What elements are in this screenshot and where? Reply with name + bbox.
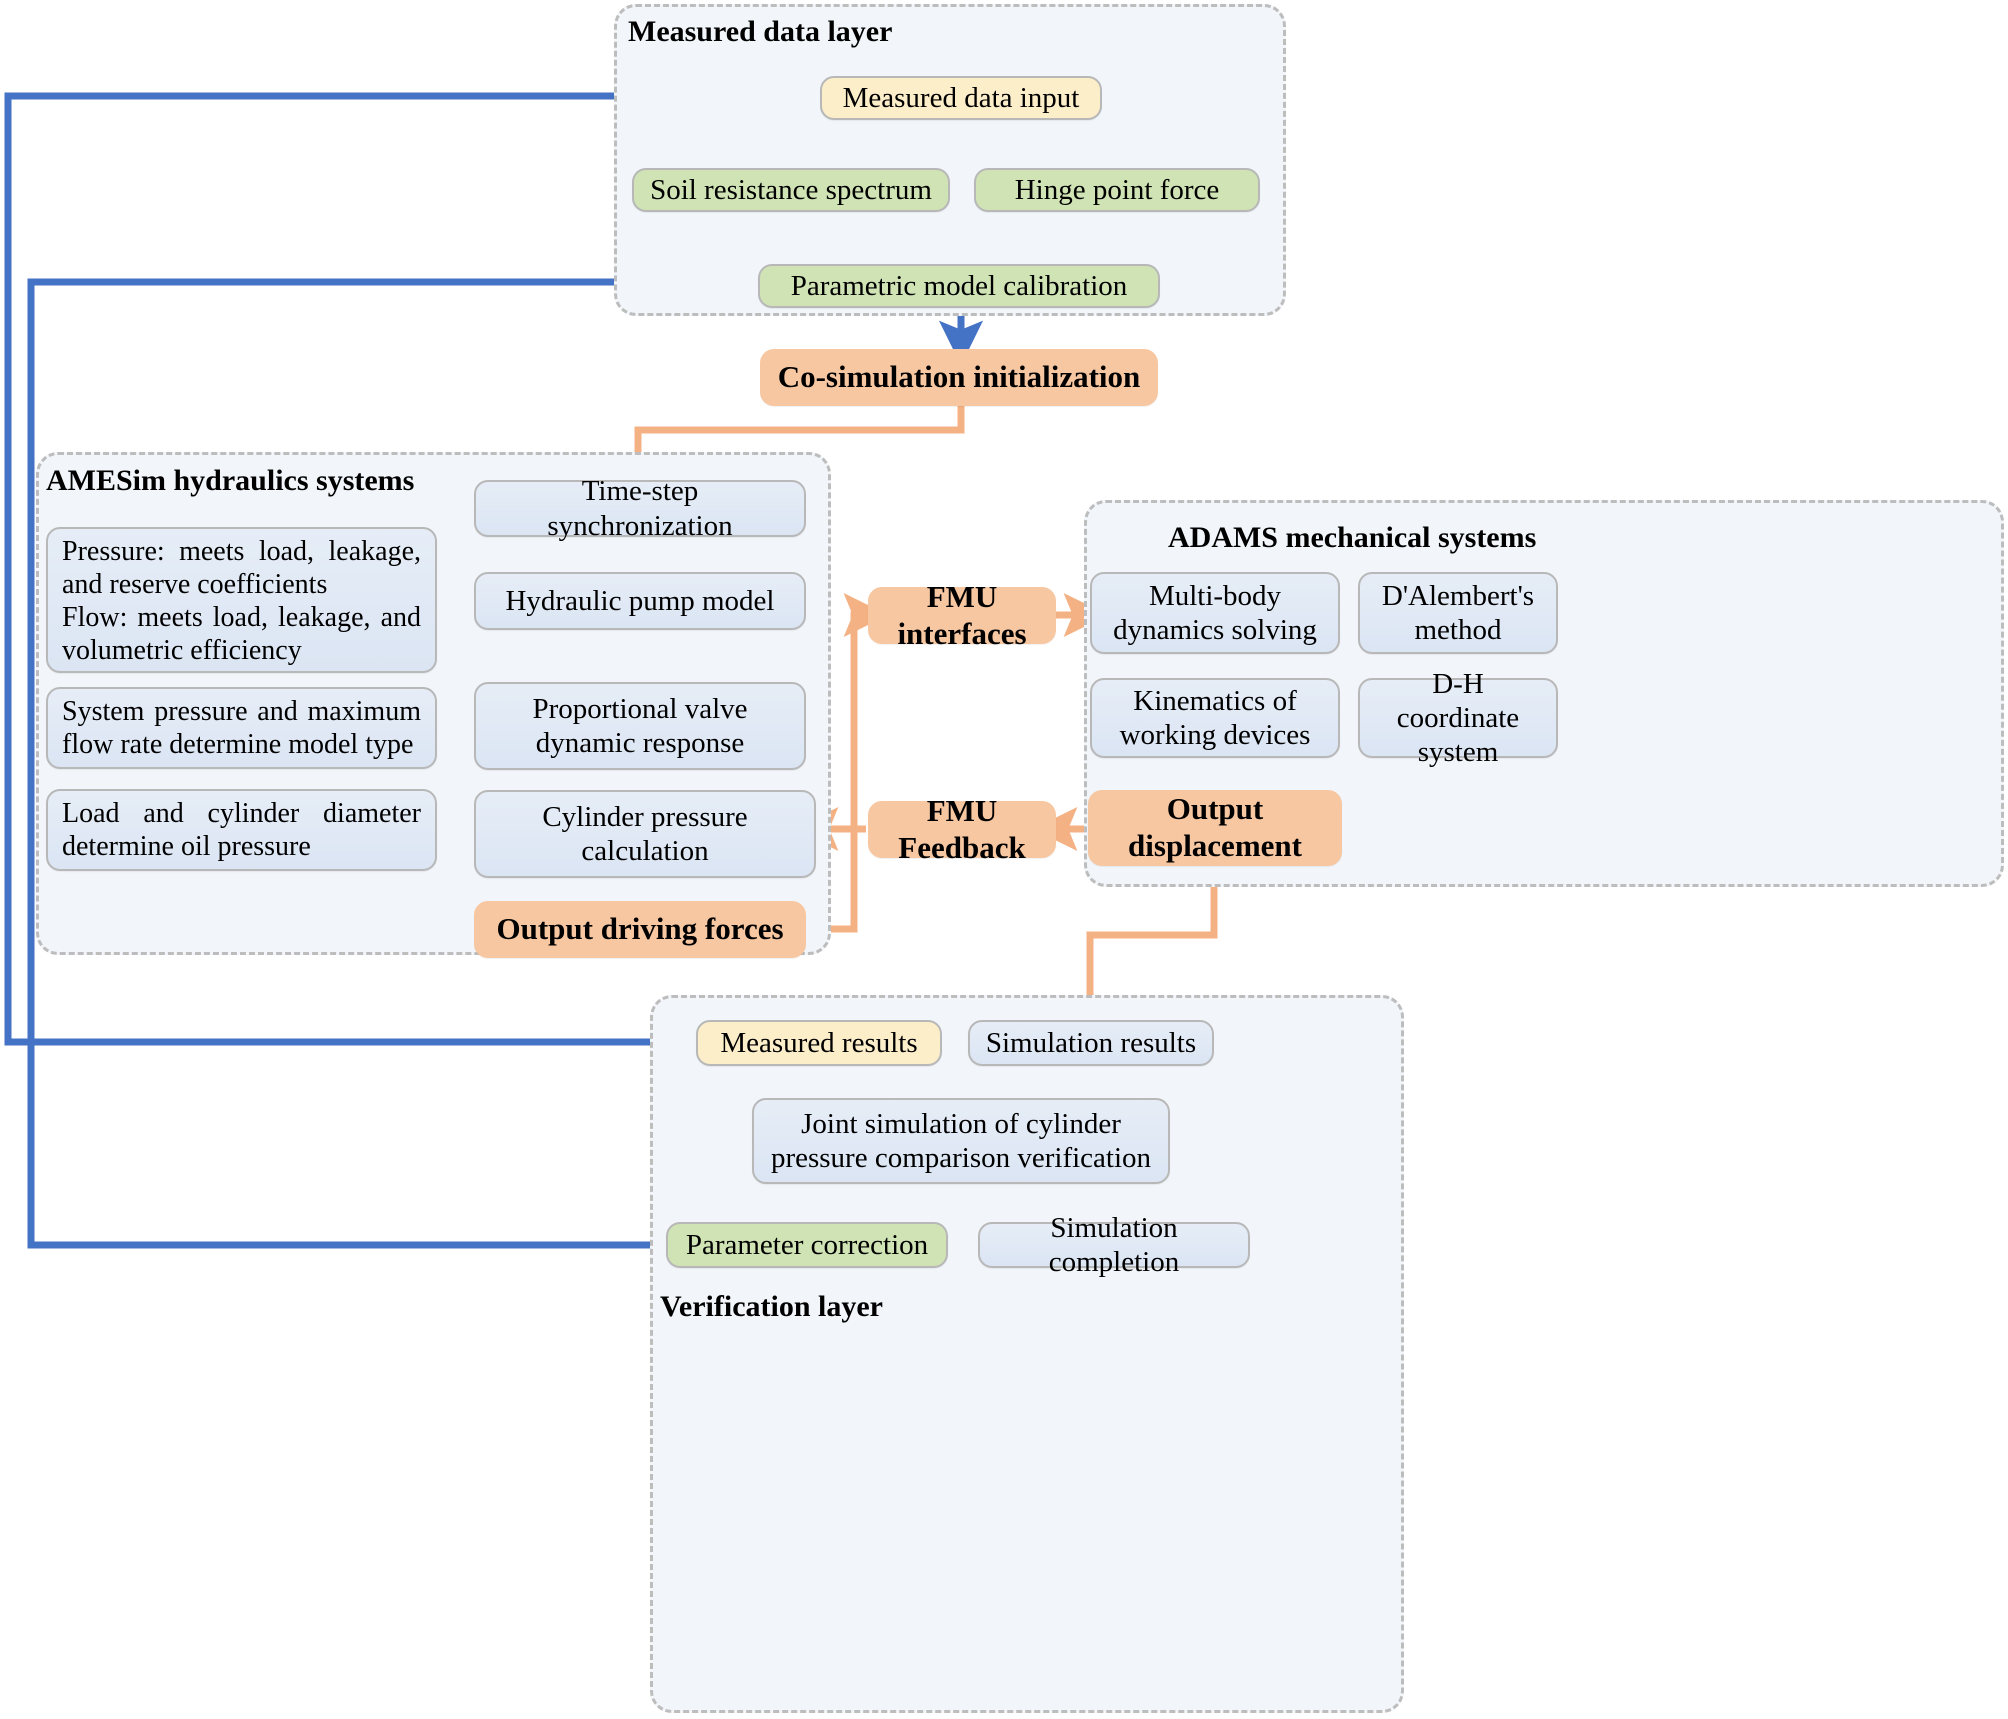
criteria-flow-line: Flow: meets load, leakage, and volumetri… bbox=[62, 602, 421, 667]
node-co-simulation-initialization[interactable]: Co-simulation initialization bbox=[760, 349, 1158, 406]
node-cylinder-pressure-calculation[interactable]: Cylinder pressure calculation bbox=[474, 790, 816, 878]
system-pressure-text: System pressure and maximum flow rate de… bbox=[62, 696, 421, 761]
node-fmu-feedback[interactable]: FMU Feedback bbox=[868, 793, 1056, 865]
node-dalemberts-method[interactable]: D'Alembert's method bbox=[1358, 572, 1558, 654]
node-simulation-completion[interactable]: Simulation completion bbox=[978, 1212, 1250, 1278]
node-measured-data-input[interactable]: Measured data input bbox=[820, 76, 1102, 120]
node-parametric-model-calibration[interactable]: Parametric model calibration bbox=[758, 264, 1160, 308]
load-cylinder-text: Load and cylinder diameter determine oil… bbox=[62, 798, 421, 863]
node-fmu-interfaces[interactable]: FMU interfaces bbox=[868, 579, 1056, 651]
group-title-adams: ADAMS mechanical systems bbox=[1168, 521, 1537, 554]
node-dh-coordinate-system[interactable]: D-H coordinate system bbox=[1358, 668, 1558, 768]
node-joint-simulation-comparison[interactable]: Joint simulation of cylinder pressure co… bbox=[752, 1098, 1170, 1184]
node-soil-resistance-spectrum[interactable]: Soil resistance spectrum bbox=[632, 168, 950, 212]
node-pressure-flow-criteria[interactable]: Pressure: meets load, leakage, and reser… bbox=[46, 527, 437, 673]
node-time-step-synchronization[interactable]: Time-step synchronization bbox=[474, 475, 806, 542]
node-output-displacement[interactable]: Output displacement bbox=[1088, 790, 1342, 866]
node-load-cylinder-diameter[interactable]: Load and cylinder diameter determine oil… bbox=[46, 789, 437, 871]
node-system-pressure-model-type[interactable]: System pressure and maximum flow rate de… bbox=[46, 687, 437, 769]
group-title-verification: Verification layer bbox=[660, 1290, 883, 1323]
group-title-measured-data-layer: Measured data layer bbox=[628, 15, 893, 48]
group-title-amesim: AMESim hydraulics systems bbox=[46, 464, 415, 497]
node-kinematics-of-working-devices[interactable]: Kinematics of working devices bbox=[1090, 678, 1340, 758]
node-measured-results[interactable]: Measured results bbox=[696, 1020, 942, 1066]
node-simulation-results[interactable]: Simulation results bbox=[968, 1020, 1214, 1066]
node-proportional-valve-dynamic-response[interactable]: Proportional valve dynamic response bbox=[474, 682, 806, 770]
node-hydraulic-pump-model[interactable]: Hydraulic pump model bbox=[474, 572, 806, 630]
node-parameter-correction[interactable]: Parameter correction bbox=[666, 1222, 948, 1268]
criteria-pressure-line: Pressure: meets load, leakage, and reser… bbox=[62, 536, 421, 601]
node-multi-body-dynamics-solving[interactable]: Multi-body dynamics solving bbox=[1090, 572, 1340, 654]
node-output-driving-forces[interactable]: Output driving forces bbox=[474, 901, 806, 958]
node-hinge-point-force[interactable]: Hinge point force bbox=[974, 168, 1260, 212]
